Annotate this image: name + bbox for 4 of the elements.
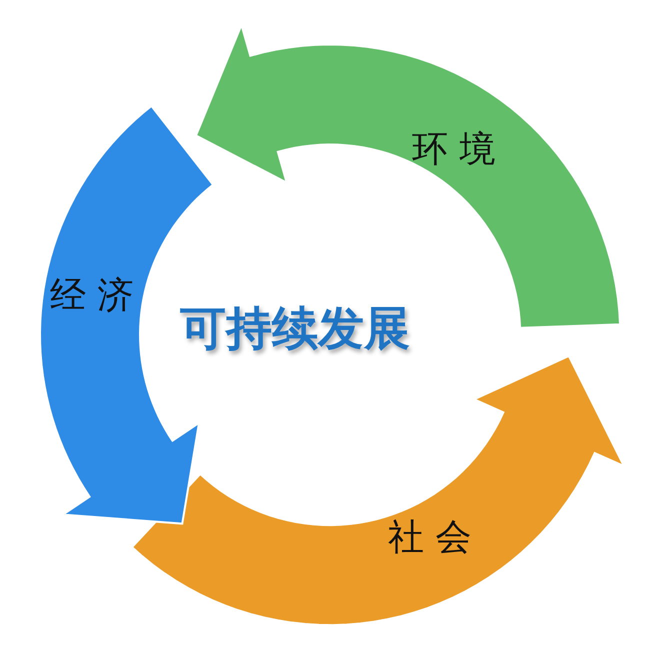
arrow-label: 环 境 <box>412 132 496 168</box>
center-title: 可持续发展 <box>180 305 410 351</box>
arrow-label: 经 济 <box>50 278 134 314</box>
arrow-label: 社 会 <box>388 520 472 556</box>
